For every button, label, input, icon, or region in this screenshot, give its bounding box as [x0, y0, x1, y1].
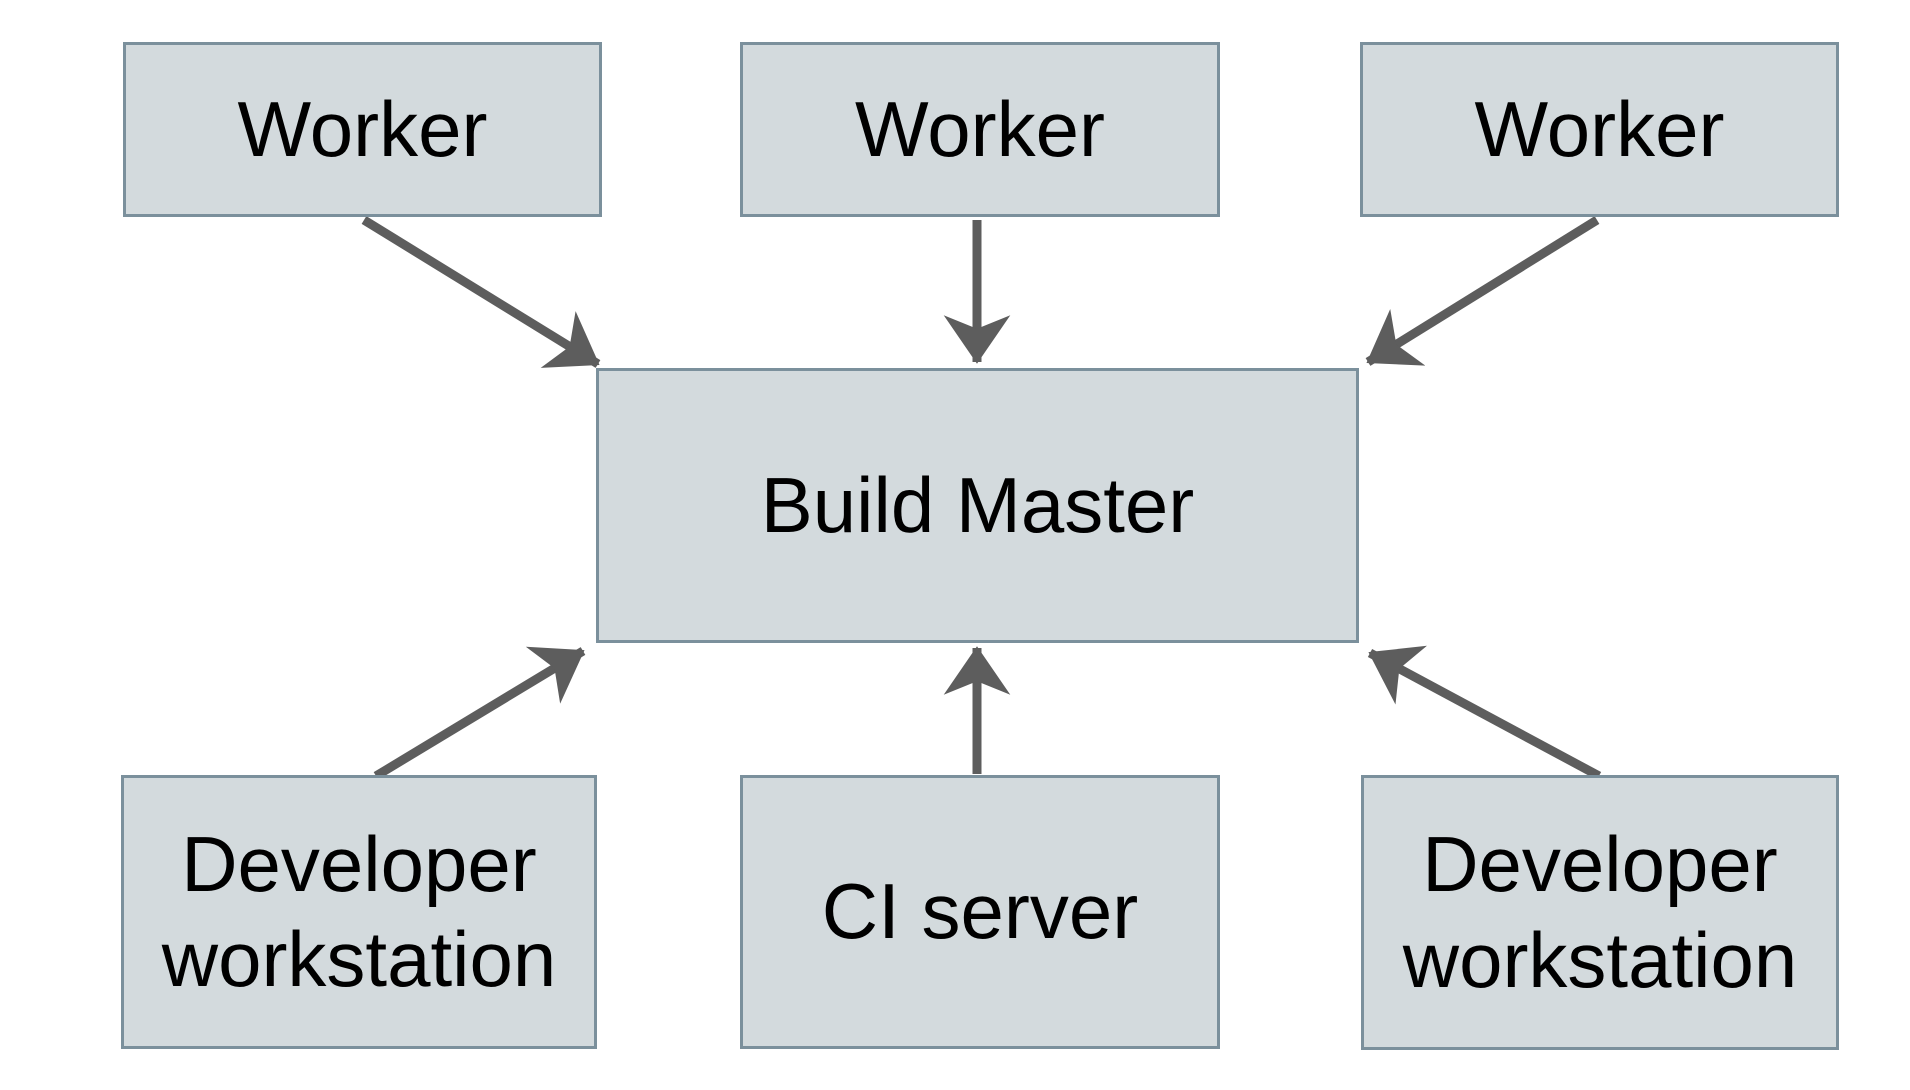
node-developer-workstation-1: Developer workstation [121, 775, 597, 1049]
node-worker-3: Worker [1360, 42, 1839, 217]
arrow-worker-3-to-build-master [1365, 216, 1600, 366]
arrow-developer-workstation-1-to-build-master [373, 646, 586, 780]
node-worker-1-label: Worker [237, 84, 488, 173]
arrow-worker-1-to-build-master [361, 216, 601, 368]
node-ci-server-label: CI server [821, 867, 1139, 956]
node-worker-2: Worker [740, 42, 1220, 217]
node-worker-3-label: Worker [1474, 84, 1725, 173]
arrow-developer-workstation-2-to-build-master [1367, 645, 1602, 780]
node-developer-workstation-1-label: Developer workstation [161, 819, 557, 1003]
node-ci-server: CI server [740, 775, 1220, 1049]
node-worker-2-label: Worker [855, 84, 1105, 173]
node-build-master-label: Build Master [760, 460, 1195, 549]
node-worker-1: Worker [123, 42, 602, 217]
node-developer-workstation-2: Developer workstation [1361, 775, 1839, 1050]
node-developer-workstation-2-label: Developer workstation [1402, 820, 1798, 1004]
node-build-master: Build Master [596, 368, 1359, 643]
